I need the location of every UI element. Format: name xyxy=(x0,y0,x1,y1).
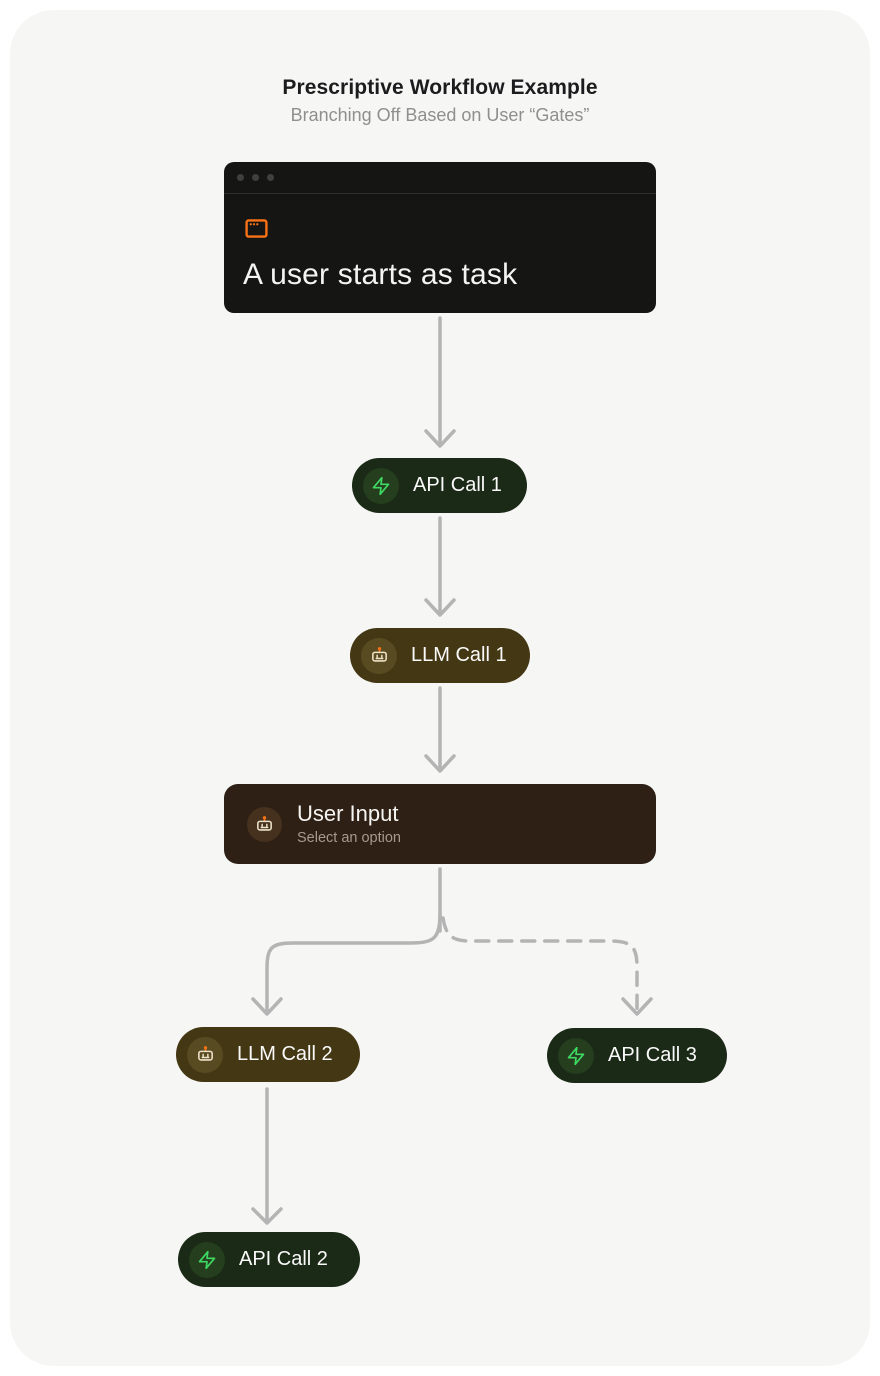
window-dot-icon xyxy=(237,174,244,181)
diagram-header: Prescriptive Workflow Example Branching … xyxy=(0,76,880,126)
app-window-icon xyxy=(245,219,268,238)
node-label: API Call 3 xyxy=(608,1044,697,1066)
bot-icon xyxy=(187,1036,223,1073)
terminal-titlebar xyxy=(224,162,656,194)
window-dot-icon xyxy=(267,174,274,181)
bot-icon xyxy=(361,637,397,674)
zap-icon xyxy=(363,467,399,504)
user-input-subtitle[interactable]: Select an option xyxy=(297,830,401,847)
node-label: API Call 1 xyxy=(413,474,502,496)
page-title: Prescriptive Workflow Example xyxy=(282,76,598,99)
node-label: API Call 2 xyxy=(239,1248,328,1270)
bot-icon xyxy=(247,806,282,842)
user-input-title: User Input xyxy=(297,800,399,826)
node-llm-call-1[interactable]: LLM Call 1 xyxy=(350,628,530,683)
node-label: LLM Call 2 xyxy=(237,1043,333,1065)
task-window-text: A user starts as task xyxy=(243,258,518,291)
zap-icon xyxy=(558,1037,594,1074)
node-api-call-2[interactable]: API Call 2 xyxy=(178,1232,360,1287)
terminal-body: A user starts as task xyxy=(224,194,656,292)
node-task-window[interactable]: A user starts as task xyxy=(224,162,656,313)
node-api-call-3[interactable]: API Call 3 xyxy=(547,1028,727,1083)
window-dot-icon xyxy=(252,174,259,181)
user-input-text: User Input Select an option xyxy=(297,800,401,847)
node-llm-call-2[interactable]: LLM Call 2 xyxy=(176,1027,360,1082)
node-user-input[interactable]: User Input Select an option xyxy=(224,784,656,864)
node-label: LLM Call 1 xyxy=(411,644,507,666)
zap-icon xyxy=(189,1241,225,1278)
node-api-call-1[interactable]: API Call 1 xyxy=(352,458,527,513)
page-subtitle: Branching Off Based on User “Gates” xyxy=(290,105,590,125)
